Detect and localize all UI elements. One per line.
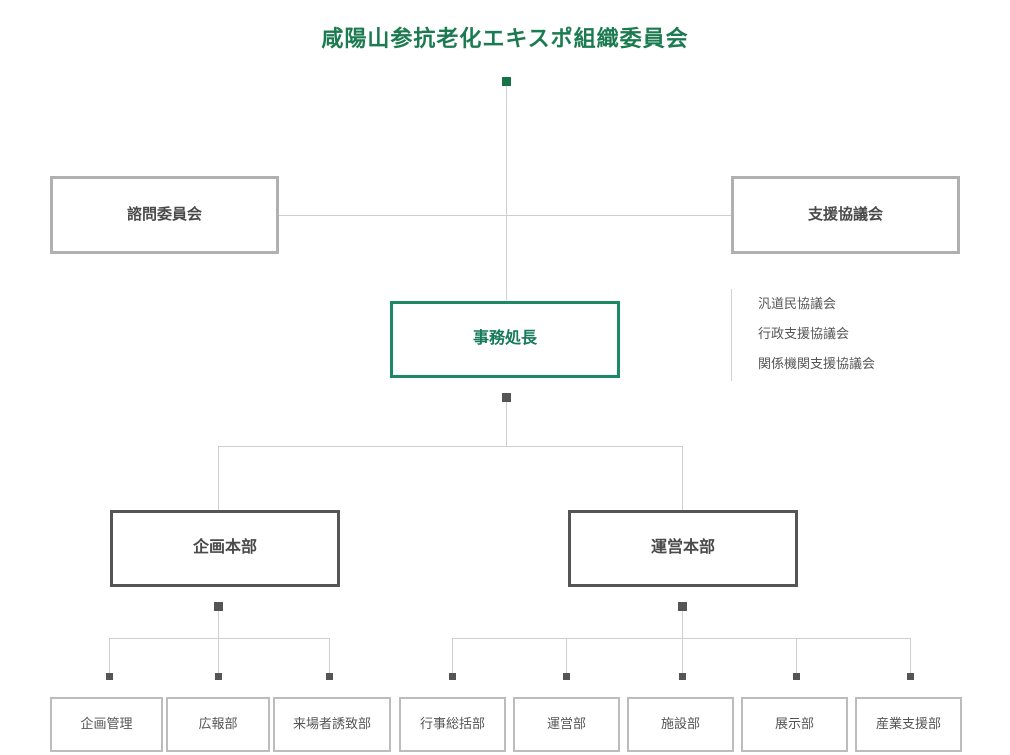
- node-dept-facilities[interactable]: 施設部: [627, 697, 734, 752]
- connector-to-operations-hq: [682, 446, 683, 510]
- node-secretary-general[interactable]: 事務処長: [390, 301, 620, 378]
- node-advisory-committee-label: 諮問委員会: [126, 206, 202, 224]
- connector-division-bar: [218, 446, 683, 447]
- node-dept-label: 企画管理: [80, 716, 133, 732]
- node-dept-planning-management[interactable]: 企画管理: [50, 697, 163, 752]
- connector-root-to-head: [506, 86, 507, 300]
- node-secretary-general-label: 事務処長: [472, 330, 537, 348]
- connector-operations-leg-4: [796, 638, 797, 676]
- node-operations-hq[interactable]: 運営本部: [568, 510, 798, 587]
- connector-head-down: [506, 402, 507, 446]
- node-operations-hq-label: 運営本部: [650, 539, 715, 557]
- node-dept-visitor-attraction[interactable]: 来場者誘致部: [273, 697, 391, 752]
- dept-marker: [449, 673, 456, 680]
- node-dept-label: 来場者誘致部: [292, 716, 371, 732]
- dept-marker: [106, 673, 113, 680]
- node-dept-label: 展示部: [774, 716, 814, 732]
- node-advisory-committee[interactable]: 諮問委員会: [50, 176, 279, 254]
- connector-operations-leg-5: [910, 638, 911, 676]
- connector-operations-bar: [452, 638, 911, 639]
- node-support-council-label: 支援協議会: [807, 206, 883, 224]
- connector-planning-down: [218, 611, 219, 638]
- connector-planning-leg-1: [109, 638, 110, 676]
- node-planning-hq-label: 企画本部: [192, 539, 257, 557]
- connector-council-bar: [279, 215, 732, 216]
- note-item: 行政支援協議会: [758, 326, 850, 341]
- note-item: 関係機関支援協議会: [758, 356, 876, 371]
- connector-operations-leg-2: [566, 638, 567, 676]
- connector-operations-leg-3: [682, 638, 683, 676]
- dept-marker: [326, 673, 333, 680]
- node-dept-label: 広報部: [198, 716, 238, 732]
- node-dept-label: 行事総括部: [419, 716, 485, 732]
- connector-to-planning-hq: [218, 446, 219, 510]
- node-dept-operations[interactable]: 運営部: [513, 697, 620, 752]
- dept-marker: [679, 673, 686, 680]
- operations-hq-node-marker: [678, 602, 687, 611]
- connector-planning-leg-2: [218, 638, 219, 676]
- node-planning-hq[interactable]: 企画本部: [110, 510, 340, 587]
- node-dept-label: 運営部: [546, 716, 586, 732]
- dept-marker: [793, 673, 800, 680]
- connector-operations-down: [682, 611, 683, 638]
- planning-hq-node-marker: [214, 602, 223, 611]
- dept-marker: [907, 673, 914, 680]
- note-item: 汎道民協議会: [758, 296, 837, 311]
- node-dept-event-general[interactable]: 行事総括部: [399, 697, 506, 752]
- node-dept-label: 施設部: [660, 716, 700, 732]
- root-node-marker: [502, 77, 511, 86]
- node-dept-label: 産業支援部: [875, 716, 941, 732]
- connector-operations-leg-1: [452, 638, 453, 676]
- support-council-notes: 汎道民協議会 行政支援協議会 関係機関支援協議会: [731, 289, 961, 381]
- node-dept-exhibition[interactable]: 展示部: [741, 697, 848, 752]
- page-title: 咸陽山参抗老化エキスポ組織委員会: [321, 26, 689, 51]
- node-support-council[interactable]: 支援協議会: [731, 176, 960, 254]
- node-dept-industry-support[interactable]: 産業支援部: [855, 697, 962, 752]
- connector-planning-leg-3: [329, 638, 330, 676]
- connector-planning-bar: [109, 638, 329, 639]
- head-node-marker: [502, 393, 511, 402]
- dept-marker: [563, 673, 570, 680]
- node-dept-public-relations[interactable]: 広報部: [166, 697, 270, 752]
- dept-marker: [215, 673, 222, 680]
